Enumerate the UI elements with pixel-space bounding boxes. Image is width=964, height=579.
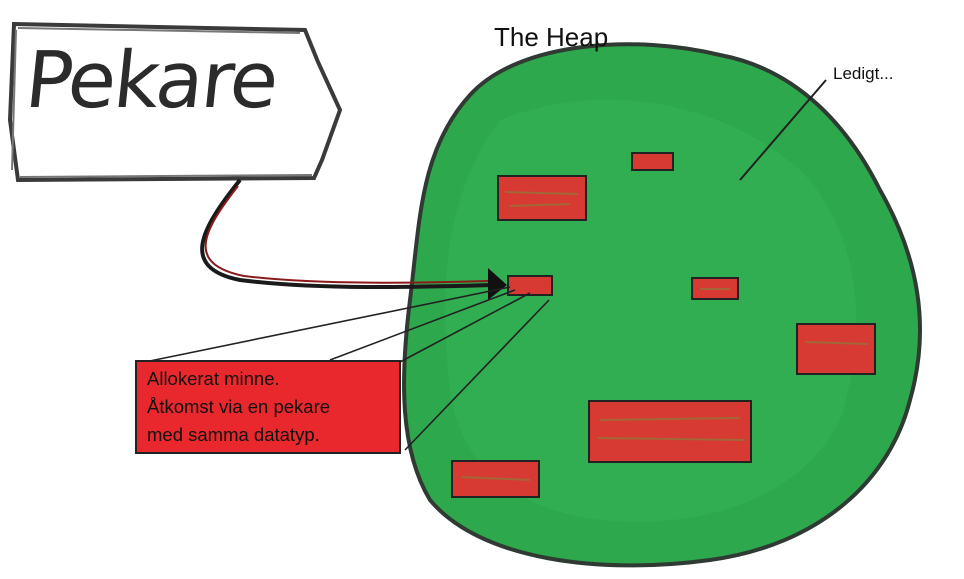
memory-block-streaks	[461, 191, 869, 481]
heap-blob	[402, 42, 922, 568]
callout-lines	[144, 286, 550, 451]
allocated-line-1: Allokerat minne.	[147, 368, 280, 389]
free-space-label: Ledigt...	[833, 64, 894, 83]
allocated-memory-callout: Allokerat minne. Åtkomst via en pekare m…	[135, 360, 401, 454]
pointer-arrow	[200, 178, 491, 290]
memory-block	[796, 323, 876, 375]
allocated-line-3: med samma datatyp.	[147, 424, 320, 445]
pointer-arrow-accent	[204, 185, 489, 284]
pointer-box-sketch	[11, 27, 313, 178]
pointer-arrowhead	[488, 268, 507, 300]
memory-block	[507, 275, 553, 296]
allocated-line-2: Åtkomst via en pekare	[147, 396, 331, 417]
free-space-line	[739, 79, 827, 181]
diagram-title: The Heap	[494, 22, 609, 52]
pointer-label: Pekare	[21, 36, 281, 126]
memory-block	[588, 400, 752, 463]
memory-block	[497, 175, 587, 221]
memory-block	[631, 152, 674, 171]
